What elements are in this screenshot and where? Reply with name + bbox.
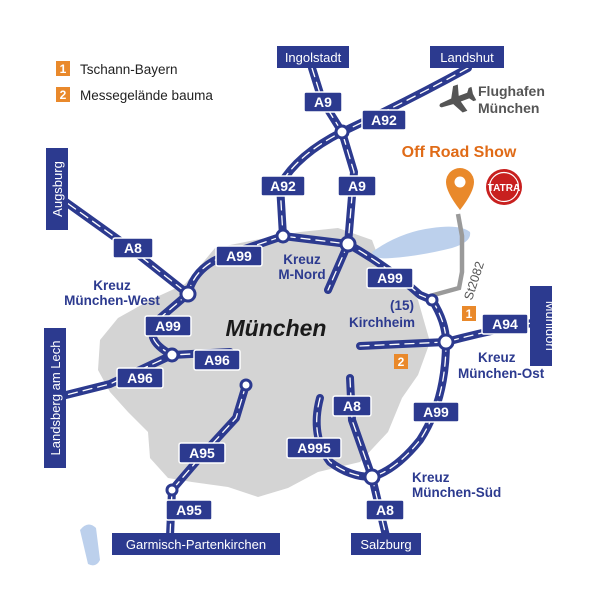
svg-text:A92: A92 xyxy=(270,178,296,194)
shield-a9-mid: A9 xyxy=(337,175,377,197)
shield-a95-inner: A95 xyxy=(178,442,226,464)
svg-text:A99: A99 xyxy=(377,270,403,286)
destination-garmisch: Garmisch-Partenkirchen xyxy=(112,533,280,555)
tatra-logo: TATRA xyxy=(486,169,522,205)
junction-kreuz-ost xyxy=(437,333,455,351)
svg-text:A99: A99 xyxy=(155,318,181,334)
legend-number-1: 1 xyxy=(56,61,70,76)
svg-text:A99: A99 xyxy=(226,248,252,264)
svg-text:Garmisch-Partenkirchen: Garmisch-Partenkirchen xyxy=(126,537,266,552)
label-kreuz-ost-line2: München-Ost xyxy=(458,366,545,381)
shield-a99-se: A99 xyxy=(412,401,460,423)
svg-text:A995: A995 xyxy=(297,440,331,456)
svg-text:A9: A9 xyxy=(314,94,332,110)
marker-1-tschann: 1 xyxy=(462,306,476,321)
label-exit-15: (15) xyxy=(390,298,414,313)
shield-a99-north: A99 xyxy=(215,245,263,267)
label-kreuz-sued-line1: Kreuz xyxy=(412,470,450,485)
svg-text:A9: A9 xyxy=(348,178,366,194)
shield-a96-outer: A96 xyxy=(116,367,164,389)
shield-a94: A94 xyxy=(481,313,529,335)
svg-text:A95: A95 xyxy=(189,445,215,461)
shield-a92-mid: A92 xyxy=(260,175,306,197)
shield-a8-west: A8 xyxy=(112,237,154,259)
svg-text:Augsburg: Augsburg xyxy=(50,161,65,217)
junction-a9-a92 xyxy=(334,124,350,140)
svg-text:1: 1 xyxy=(466,307,473,321)
junction-a96-inner xyxy=(164,347,180,363)
svg-text:Ingolstadt: Ingolstadt xyxy=(285,50,342,65)
svg-text:A99: A99 xyxy=(423,404,449,420)
destination-ingolstadt: Ingolstadt xyxy=(277,46,349,68)
svg-text:A94: A94 xyxy=(492,316,518,332)
airplane-icon xyxy=(439,84,477,113)
shield-a99-west: A99 xyxy=(144,315,192,337)
label-kreuz-ost-line1: Kreuz xyxy=(478,350,516,365)
destination-muehldorf: Mühldorf xyxy=(530,286,558,366)
destination-salzburg: Salzburg xyxy=(351,533,421,555)
airport-label-line2: München xyxy=(478,100,539,116)
label-st2082: St2082 xyxy=(461,260,487,302)
svg-text:2: 2 xyxy=(60,88,67,102)
label-kreuz-west-line1: Kreuz xyxy=(93,278,131,293)
legend-label-2: Messegelände bauma xyxy=(80,88,213,103)
svg-text:Salzburg: Salzburg xyxy=(360,537,411,552)
label-kirchheim: Kirchheim xyxy=(349,315,415,330)
svg-text:Landsberg am Lech: Landsberg am Lech xyxy=(48,341,63,456)
svg-text:1: 1 xyxy=(60,62,67,76)
airport-label-line1: Flughafen xyxy=(478,83,545,99)
junction-a95-south xyxy=(165,483,179,497)
event-title: Off Road Show xyxy=(402,144,517,161)
marker-2-messe: 2 xyxy=(394,354,408,369)
svg-text:A96: A96 xyxy=(204,352,230,368)
label-kreuz-nord-line2: M-Nord xyxy=(278,267,325,282)
svg-text:A95: A95 xyxy=(176,502,202,518)
destination-landsberg: Landsberg am Lech xyxy=(44,328,66,468)
junction-kreuz-west xyxy=(179,285,197,303)
lake-water xyxy=(372,226,471,259)
svg-text:A92: A92 xyxy=(371,112,397,128)
svg-text:A8: A8 xyxy=(376,502,394,518)
legend-number-2: 2 xyxy=(56,87,70,102)
shield-a8-bottom: A8 xyxy=(365,499,405,521)
destination-landshut: Landshut xyxy=(430,46,504,68)
legend-label-1: Tschann-Bayern xyxy=(80,62,178,77)
city-name: München xyxy=(226,315,327,341)
shield-a92-north: A92 xyxy=(361,109,407,131)
junction-kreuz-nord xyxy=(339,235,357,253)
svg-text:TATRA: TATRA xyxy=(488,183,520,194)
junction-nodes xyxy=(164,124,455,497)
label-kreuz-west-line2: München-West xyxy=(64,293,160,308)
destination-augsburg: Augsburg xyxy=(46,148,68,230)
junction-exit-15 xyxy=(425,293,439,307)
shield-a9-north: A9 xyxy=(303,91,343,113)
legend: 1 Tschann-Bayern 2 Messegelände bauma xyxy=(56,61,213,103)
location-pin-icon xyxy=(446,168,474,210)
shield-a95-outer: A95 xyxy=(165,499,213,521)
label-kreuz-nord-line1: Kreuz xyxy=(283,252,321,267)
local-road-st2082 xyxy=(429,213,465,299)
shield-a99-ne: A99 xyxy=(366,267,414,289)
junction-kreuz-sued xyxy=(363,468,381,486)
svg-text:2: 2 xyxy=(398,355,405,369)
svg-text:A96: A96 xyxy=(127,370,153,386)
svg-text:Mühldorf: Mühldorf xyxy=(543,301,558,352)
svg-text:Landshut: Landshut xyxy=(440,50,494,65)
label-kreuz-sued-line2: München-Süd xyxy=(412,485,501,500)
shield-a995: A995 xyxy=(286,437,342,459)
junction-kreuz-nord-west xyxy=(275,228,291,244)
shield-a96-inner: A96 xyxy=(193,349,241,371)
svg-text:A8: A8 xyxy=(124,240,142,256)
svg-text:A8: A8 xyxy=(343,398,361,414)
river-water xyxy=(80,524,100,566)
shield-a8-south: A8 xyxy=(332,395,372,417)
junction-a95-end xyxy=(239,378,253,392)
